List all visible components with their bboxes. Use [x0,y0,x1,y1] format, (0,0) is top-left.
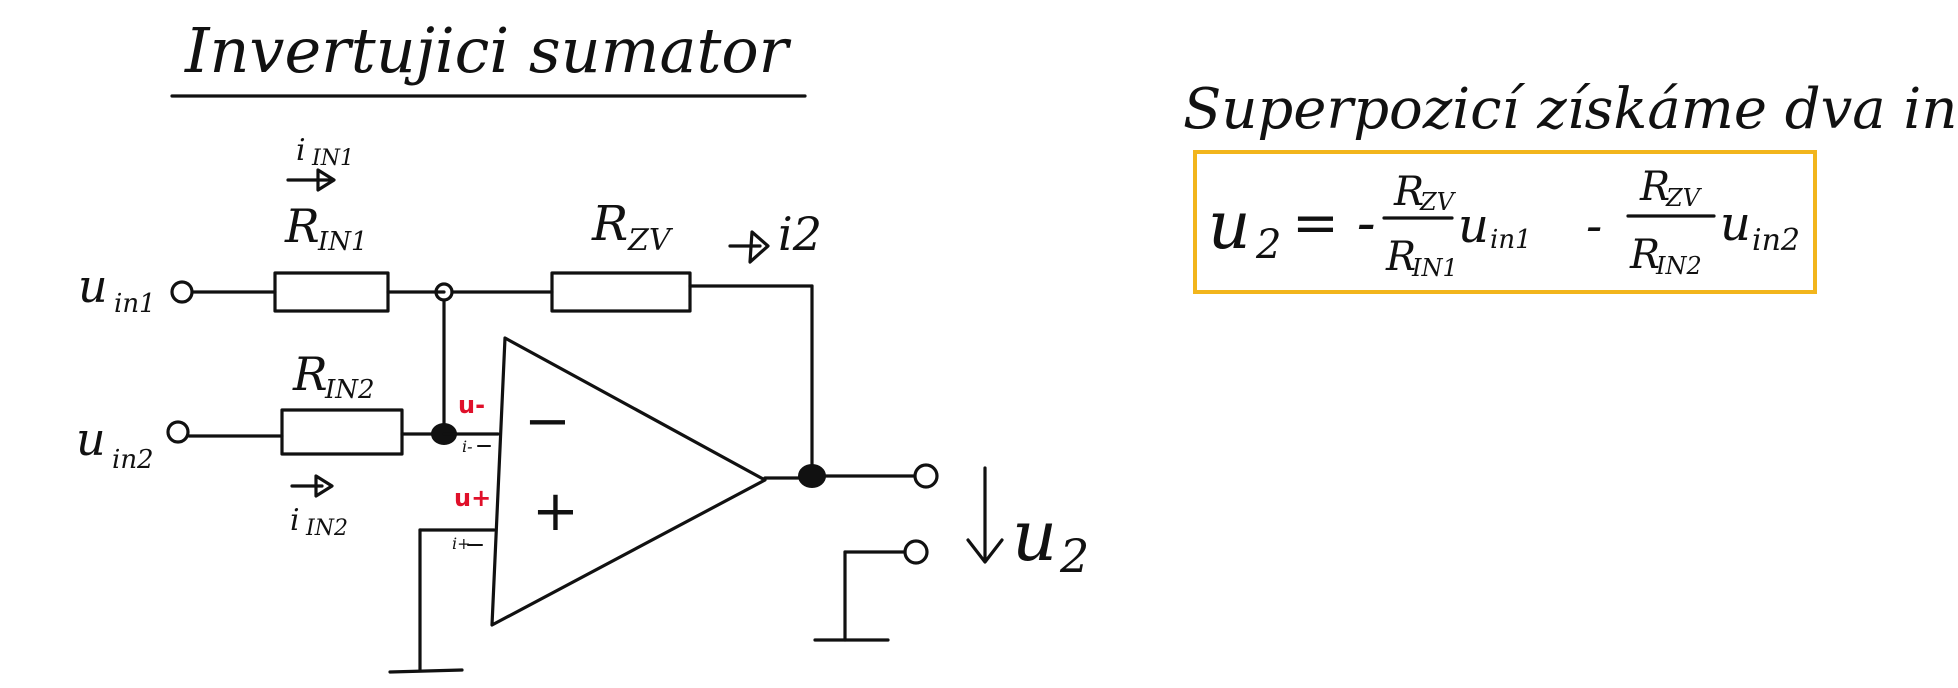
svg-text:-: - [1586,198,1602,254]
output-voltage-arrow [966,466,1004,564]
resistor-label-rin2: R IN2 [292,347,375,405]
svg-text:= -: = - [1292,191,1376,256]
resistor-rzv [550,271,692,313]
svg-text:in1: in1 [114,289,156,319]
output-terminal-bottom [903,539,929,565]
svg-text:u: u [1458,198,1489,254]
svg-text:R: R [1629,232,1660,278]
svg-text:2: 2 [1059,529,1089,583]
current-label-i-plus: i+ [452,534,483,553]
opamp-body [490,336,767,627]
opamp-plus-sign: + [532,479,579,544]
ground-left [388,668,464,674]
svg-text:R: R [292,347,328,401]
output-label-u2: u 2 [1012,495,1089,583]
input-terminal-1 [170,280,194,304]
opamp-minus-sign: − [524,389,571,454]
svg-text:ZV: ZV [627,223,674,258]
current-label-i2: i2 [728,207,822,264]
svg-text:R: R [284,199,320,253]
svg-text:i2: i2 [778,207,822,261]
page-title: Invertujici sumator [184,14,792,87]
input-label-uin2: u in2 [76,412,154,475]
resistor-rin2 [280,408,404,456]
svg-text:R: R [1393,169,1424,215]
svg-text:i-: i- [462,437,473,456]
svg-text:IN1: IN1 [311,146,354,171]
resistor-label-rin1: R IN1 [284,199,368,257]
svg-text:ZV: ZV [1419,188,1457,216]
svg-text:in1: in1 [1490,225,1532,255]
output-terminal-top [913,463,939,489]
svg-text:i: i [290,503,300,538]
current-label-iin2: i IN2 [290,474,348,541]
svg-text:u: u [1720,196,1751,252]
svg-text:u: u [76,412,106,466]
svg-text:u: u [1208,187,1251,264]
svg-text:u: u [78,259,108,313]
svg-text:R: R [1639,164,1670,210]
svg-text:IN2: IN2 [305,516,348,541]
svg-text:u: u [1012,495,1057,577]
superposition-note: Superpozicí získáme dva inv. zes. [1183,77,1958,142]
svg-text:i+: i+ [452,534,471,553]
resistor-label-rzv: R ZV [591,196,674,258]
svg-text:IN1: IN1 [317,227,368,257]
svg-text:ZV: ZV [1665,184,1703,212]
svg-text:i: i [296,133,306,168]
resistor-rin1 [273,271,390,313]
svg-text:in2: in2 [1752,223,1800,258]
node-output [798,464,826,488]
svg-text:IN1: IN1 [1411,254,1458,282]
svg-text:R: R [1385,234,1416,280]
svg-text:IN2: IN2 [324,375,375,405]
formula: u 2 = - R ZV R IN1 u in1 - R ZV R IN2 u … [1208,164,1800,282]
input-label-uin1: u in1 [78,259,156,319]
svg-text:2: 2 [1255,222,1281,268]
label-u-minus: u- [458,391,485,419]
label-u-plus: u+ [454,484,491,512]
input-terminal-2 [166,420,190,444]
current-label-iin1: i IN1 [286,133,354,192]
svg-text:IN2: IN2 [1655,252,1702,280]
svg-text:R: R [591,196,628,252]
svg-text:in2: in2 [112,445,154,475]
current-label-i-minus: i- [462,437,491,456]
formula-box [1193,150,1817,294]
